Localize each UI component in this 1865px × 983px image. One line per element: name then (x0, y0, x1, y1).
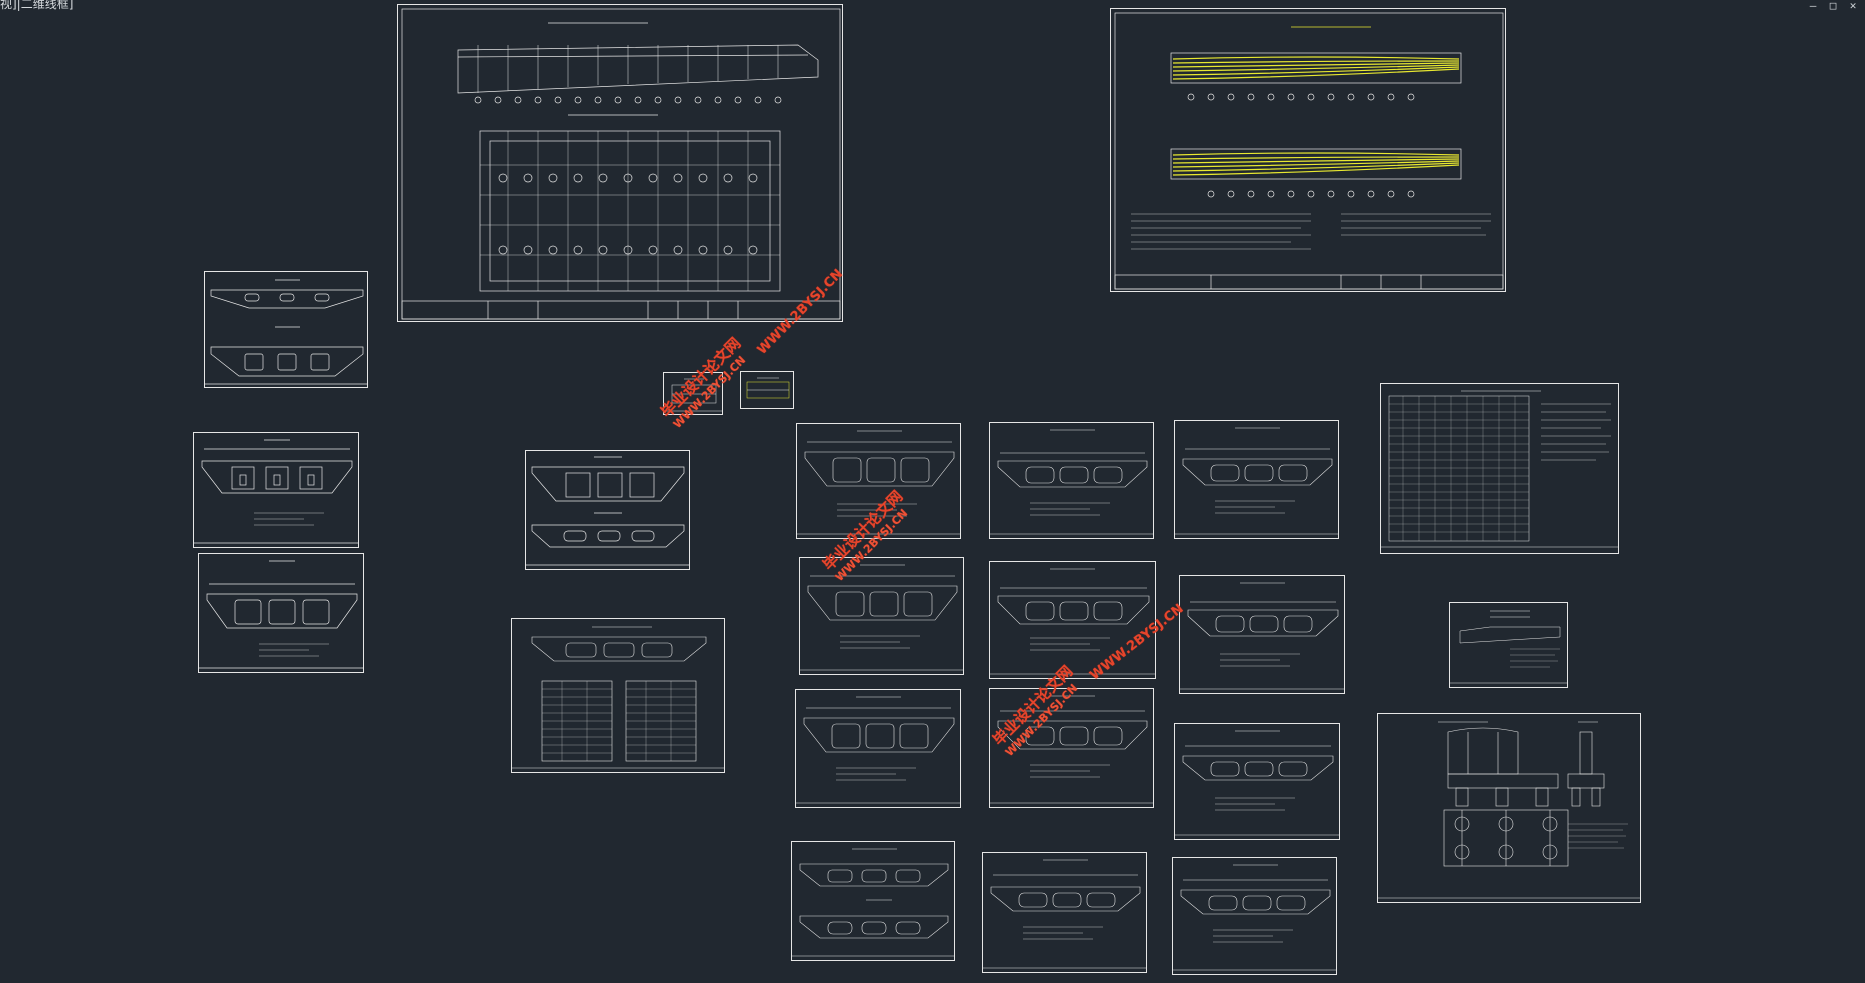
drawing-sheet-small-detail-right[interactable] (1449, 602, 1568, 688)
drawing-sheet-section-row4-col2[interactable] (982, 852, 1147, 973)
drawing-sheet-section-row2-col1[interactable] (799, 557, 964, 675)
drawing-sheet-section-row1-col1[interactable] (796, 423, 961, 539)
drawing-sheet-girder-2[interactable] (198, 553, 364, 673)
drawing-sheet-section-row3-col1[interactable] (795, 689, 961, 808)
drawing-sheet-material-table[interactable] (1380, 383, 1619, 554)
drawing-sheet-section-row3-col3[interactable] (1174, 723, 1340, 840)
drawing-sheet-longitudinal[interactable] (397, 4, 843, 322)
drawing-sheet-cross-section-small[interactable] (204, 271, 368, 388)
drawing-sheet-section-row2-col3[interactable] (1179, 575, 1345, 694)
drawing-sheet-section-row3-col2[interactable] (989, 688, 1154, 808)
drawing-sheet-detail-small-1[interactable] (663, 372, 723, 415)
minimize-icon[interactable]: – (1809, 0, 1817, 12)
drawing-sheet-detail-small-2[interactable] (740, 371, 794, 409)
restore-icon[interactable]: □ (1829, 0, 1837, 12)
drawing-sheet-section-row4-col1[interactable] (791, 841, 955, 961)
drawing-sheet-section-row4-col3[interactable] (1172, 857, 1337, 975)
drawing-sheet-quantity-tables[interactable] (511, 618, 725, 773)
close-icon[interactable]: ✕ (1849, 0, 1857, 12)
drawing-sheet-box-reinforcement[interactable] (525, 450, 690, 570)
drawing-sheet-pier-foundation[interactable] (1377, 713, 1641, 903)
drawing-sheet-section-row1-col2[interactable] (989, 422, 1154, 539)
window-controls: – □ ✕ (1807, 0, 1859, 12)
viewport-label[interactable]: 视]|二维线框] (0, 0, 74, 11)
drawing-sheet-girder-1[interactable] (193, 432, 359, 548)
drawing-sheet-section-row1-col3[interactable] (1174, 420, 1339, 539)
drawing-sheet-section-row2-col2[interactable] (989, 561, 1156, 679)
drawing-sheet-tendon-layout[interactable] (1110, 8, 1506, 292)
